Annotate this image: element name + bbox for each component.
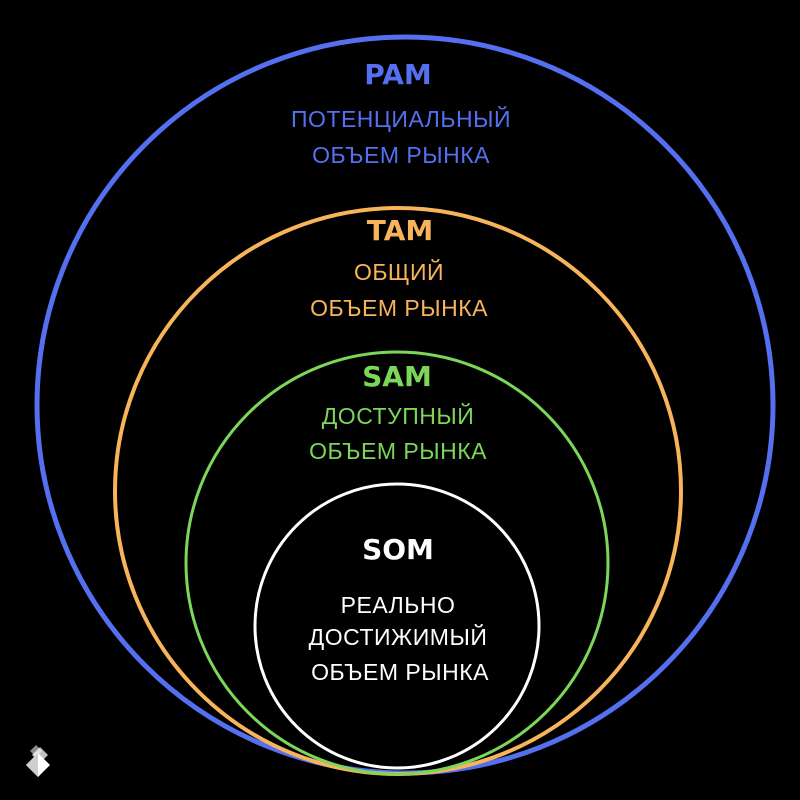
pam-subtitle-line1: ПОТЕНЦИАЛЬНЫЙ (291, 105, 511, 132)
tam-subtitle-line2: ОБЪЕМ РЫНКА (310, 295, 488, 321)
som-subtitle-line3: ОБЪЕМ РЫНКА (311, 659, 489, 685)
som-title: SOM (362, 533, 434, 566)
layered-diamond-logo-icon (26, 745, 50, 777)
pam-subtitle-line2: ОБЪЕМ РЫНКА (312, 142, 490, 168)
sam-circle (184, 350, 610, 776)
som-circle (253, 482, 541, 770)
som-subtitle-line1: РЕАЛЬНО (341, 592, 456, 618)
sam-title: SAM (362, 360, 432, 393)
pam-title: PAM (364, 58, 431, 91)
tam-title: TAM (367, 214, 433, 247)
som-subtitle-line2: ДОСТИЖИМЫЙ (309, 623, 488, 650)
tam-subtitle-line1: ОБЩИЙ (354, 258, 444, 285)
sam-subtitle-line2: ОБЪЕМ РЫНКА (309, 438, 487, 464)
sam-subtitle-line1: ДОСТУПНЫЙ (322, 402, 475, 429)
